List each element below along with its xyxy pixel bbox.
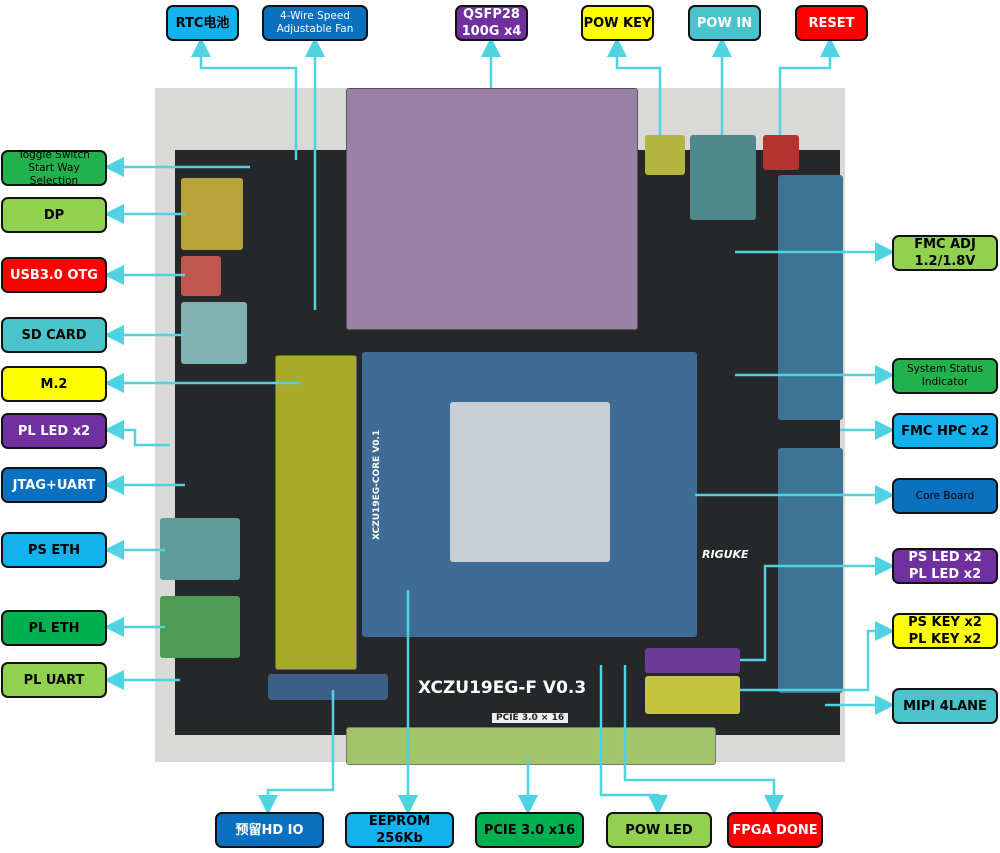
- reset-button: [763, 135, 799, 170]
- label-reset: RESET: [795, 5, 868, 41]
- label-text: MIPI 4LANE: [903, 698, 987, 714]
- label-m2: M.2: [1, 366, 107, 402]
- hdio-header: [268, 674, 388, 700]
- label-text: Core Board: [915, 489, 975, 502]
- label-ps-eth: PS ETH: [1, 532, 107, 568]
- led-array: [645, 648, 740, 673]
- label-rtc-battery: RTC电池: [166, 5, 239, 41]
- label-pl-uart: PL UART: [1, 662, 107, 698]
- label-text: 预留HD IO: [235, 822, 304, 838]
- label-text: M.2: [40, 376, 68, 392]
- fmc-connector-2: [778, 448, 843, 693]
- label-fpga-done: FPGA DONE: [727, 812, 823, 848]
- qsfp-cage: [346, 88, 638, 330]
- label-jtag-uart: JTAG+UART: [1, 467, 107, 503]
- label-text: SD CARD: [21, 327, 87, 343]
- label-text: POW IN: [696, 15, 753, 31]
- label-text: RTC电池: [175, 15, 230, 31]
- label-pow-key: POW KEY: [581, 5, 654, 41]
- label-text: PL ETH: [28, 620, 80, 636]
- label-pow-in: POW IN: [688, 5, 761, 41]
- label-text: PL UART: [23, 672, 85, 688]
- eth-ps: [160, 518, 240, 580]
- label-text: JTAG+UART: [12, 477, 96, 493]
- m2-slot: [275, 355, 357, 670]
- label-text: FPGA DONE: [732, 822, 818, 838]
- label-fmc-hpc: FMC HPC x2: [892, 413, 998, 449]
- label-text: PS ETH: [27, 542, 81, 558]
- label-text: PL LED x2: [17, 423, 91, 439]
- label-core-board: Core Board: [892, 478, 998, 514]
- eth-pl: [160, 596, 240, 658]
- label-pow-led: POW LED: [606, 812, 712, 848]
- board-name: XCZU19EG-F V0.3: [418, 678, 587, 698]
- pow-in-jack: [690, 135, 756, 220]
- label-pl-eth: PL ETH: [1, 610, 107, 646]
- label-dp: DP: [1, 197, 107, 233]
- pcie-silk: PCIE 3.0 × 16: [492, 713, 569, 723]
- brand-logo-text: RIGUKE: [702, 548, 749, 561]
- label-text: POW LED: [625, 822, 693, 838]
- dp-port: [181, 178, 243, 250]
- label-sd-card: SD CARD: [1, 317, 107, 353]
- label-text: DP: [43, 207, 65, 223]
- label-text: POW KEY: [583, 15, 652, 31]
- label-hd-io: 预留HD IO: [215, 812, 324, 848]
- fpga-chip: [450, 402, 610, 562]
- usb-port: [181, 256, 221, 296]
- pow-key-switch: [645, 135, 685, 175]
- key-buttons: [645, 676, 740, 714]
- label-text: FMC HPC x2: [901, 423, 989, 439]
- label-usb-otg: USB3.0 OTG: [1, 257, 107, 293]
- label-mipi: MIPI 4LANE: [892, 688, 998, 724]
- label-pcie: PCIE 3.0 x16: [475, 812, 584, 848]
- label-text: RESET: [808, 15, 855, 31]
- label-pl-led: PL LED x2: [1, 413, 107, 449]
- sd-slot: [181, 302, 247, 364]
- label-text: PCIE 3.0 x16: [483, 822, 576, 838]
- fmc-connector-1: [778, 175, 843, 420]
- label-text: USB3.0 OTG: [10, 267, 98, 283]
